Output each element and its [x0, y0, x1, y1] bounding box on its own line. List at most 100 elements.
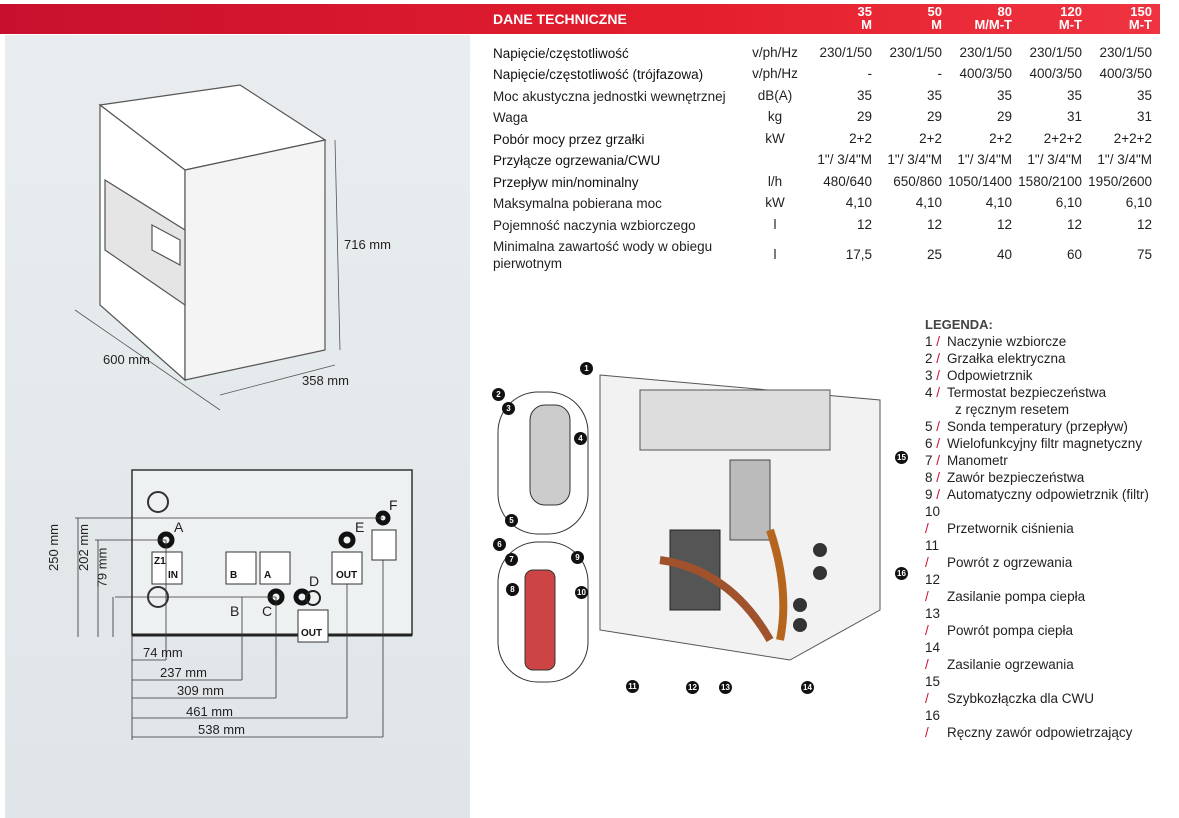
legend-separator: /	[925, 589, 929, 604]
cell-value: 6,10	[1125, 195, 1152, 210]
cell-value: 2+2+2	[1043, 131, 1082, 146]
vertical-dimension: 202 mm	[75, 524, 91, 571]
cell-value: 400/3/50	[1099, 66, 1152, 81]
legend-separator: /	[932, 351, 941, 366]
callout-4: 4	[574, 432, 587, 445]
cell-value: 17,5	[845, 247, 872, 262]
connection-label: F	[389, 497, 398, 513]
column-variant: M/M-T	[974, 17, 1012, 32]
cell-value: 31	[1066, 109, 1082, 124]
connection-label: D	[309, 573, 320, 589]
table-row: Moc akustyczna jednostki wewnętrznej dB(A…	[493, 88, 1163, 108]
legend-number: 9 /	[925, 486, 947, 503]
callout-12: 12	[686, 681, 699, 694]
legend-number-text: 14	[925, 640, 941, 655]
cell-value: 1050/1400	[948, 174, 1012, 189]
legend-item: 1 /Naczynie wzbiorcze	[925, 333, 1149, 350]
row-unit: l	[773, 247, 777, 262]
legend-text: z ręcznym resetem	[955, 402, 1070, 417]
callout-7: 7	[505, 553, 518, 566]
legend-number: 1 /	[925, 333, 947, 350]
legend-title: LEGENDA:	[925, 317, 993, 332]
row-unit: kW	[765, 131, 785, 146]
depth-dimension: 358 mm	[302, 373, 349, 388]
legend-number: 11 /	[925, 537, 947, 571]
cell-value: 12	[926, 217, 942, 232]
legend-number-text: 16	[925, 708, 941, 723]
legend-item: 14 /Zasilanie ogrzewania	[925, 639, 1149, 673]
cell-value: 650/860	[893, 174, 942, 189]
legend-text: Szybkozłączka dla CWU	[947, 691, 1095, 706]
row-label: Moc akustyczna jednostki wewnętrznej	[493, 89, 726, 104]
cell-value: 230/1/50	[1029, 45, 1082, 60]
row-unit: l	[773, 217, 777, 232]
legend-item: 8 /Zawór bezpieczeństwa	[925, 469, 1149, 486]
cell-value: 6,10	[1055, 195, 1082, 210]
cell-value: 2+2	[989, 131, 1012, 146]
cell-value: 1"/ 3/4"M	[817, 152, 872, 167]
vertical-dimension: 79 mm	[94, 547, 110, 588]
legend-item: 11 /Powrót z ogrzewania	[925, 537, 1149, 571]
out-label: OUT	[336, 570, 358, 581]
legend-separator: /	[925, 623, 929, 638]
legend-item: 7 /Manometr	[925, 452, 1149, 469]
legend-number-text: 2	[925, 351, 933, 366]
legend-item: 16 / Ręczny zawór odpowietrzający	[925, 707, 1149, 741]
callout-13: 13	[719, 681, 732, 694]
vertical-dimension: 250 mm	[45, 524, 61, 571]
cell-value: 4,10	[845, 195, 872, 210]
legend-text: Zasilanie ogrzewania	[947, 657, 1074, 672]
legend-separator: /	[925, 521, 929, 536]
cell-value: 12	[996, 217, 1012, 232]
legend-item: 4 /Termostat bezpieczeństwa	[925, 384, 1149, 401]
cell-value: 400/3/50	[1029, 66, 1082, 81]
horizontal-dimension: 237 mm	[160, 665, 207, 680]
in-label: IN	[168, 570, 178, 581]
cell-value: 1580/2100	[1018, 174, 1082, 189]
legend-item: 9 /Automatyczny odpowietrznik (filtr)	[925, 486, 1149, 503]
legend-number-text: 3	[925, 368, 933, 383]
legend-text: Zasilanie pompa ciepła	[947, 589, 1086, 604]
legend-text: Zawór bezpieczeństwa	[947, 470, 1085, 485]
row-label: Waga	[493, 110, 528, 125]
cell-value: 35	[856, 88, 872, 103]
legend-item: 13 /Powrót pompa ciepła	[925, 605, 1149, 639]
horizontal-dimension: 74 mm	[143, 645, 183, 660]
legend-text: Naczynie wzbiorcze	[947, 334, 1067, 349]
callout-8: 8	[506, 583, 519, 596]
legend-separator: /	[932, 419, 941, 434]
height-dimension: 716 mm	[344, 237, 391, 252]
cell-value: 230/1/50	[819, 45, 872, 60]
cell-value: 4,10	[985, 195, 1012, 210]
column-variant: M	[931, 17, 942, 32]
horizontal-dimension: 309 mm	[177, 683, 224, 698]
cell-value: 60	[1066, 247, 1082, 262]
row-label: Przepływ min/nominalny	[493, 175, 639, 190]
legend-text: Ręczny zawór odpowietrzający	[947, 725, 1133, 740]
cell-value: 2+2	[919, 131, 942, 146]
callout-1: 1	[580, 362, 593, 375]
connection-label: A	[174, 519, 184, 535]
cell-value: 1"/ 3/4"M	[1027, 152, 1082, 167]
cell-value: 35	[1136, 88, 1152, 103]
legend-item: 5 /Sonda temperatury (przepływ)	[925, 418, 1149, 435]
legend-text: Wielofunkcyjny filtr magnetyczny	[947, 436, 1143, 451]
legend-number-text: 8	[925, 470, 933, 485]
column-model: 80	[997, 4, 1012, 19]
legend-number: 3 /	[925, 367, 947, 384]
column-variant: M-T	[1128, 17, 1152, 32]
cell-value: 480/640	[823, 174, 872, 189]
column-model: 120	[1060, 4, 1082, 19]
cell-value: 230/1/50	[889, 45, 942, 60]
row-unit: dB(A)	[757, 88, 793, 103]
legend-separator: /	[925, 725, 929, 740]
cell-value: 29	[996, 109, 1012, 124]
legend-item: 12 /Zasilanie pompa ciepła	[925, 571, 1149, 605]
